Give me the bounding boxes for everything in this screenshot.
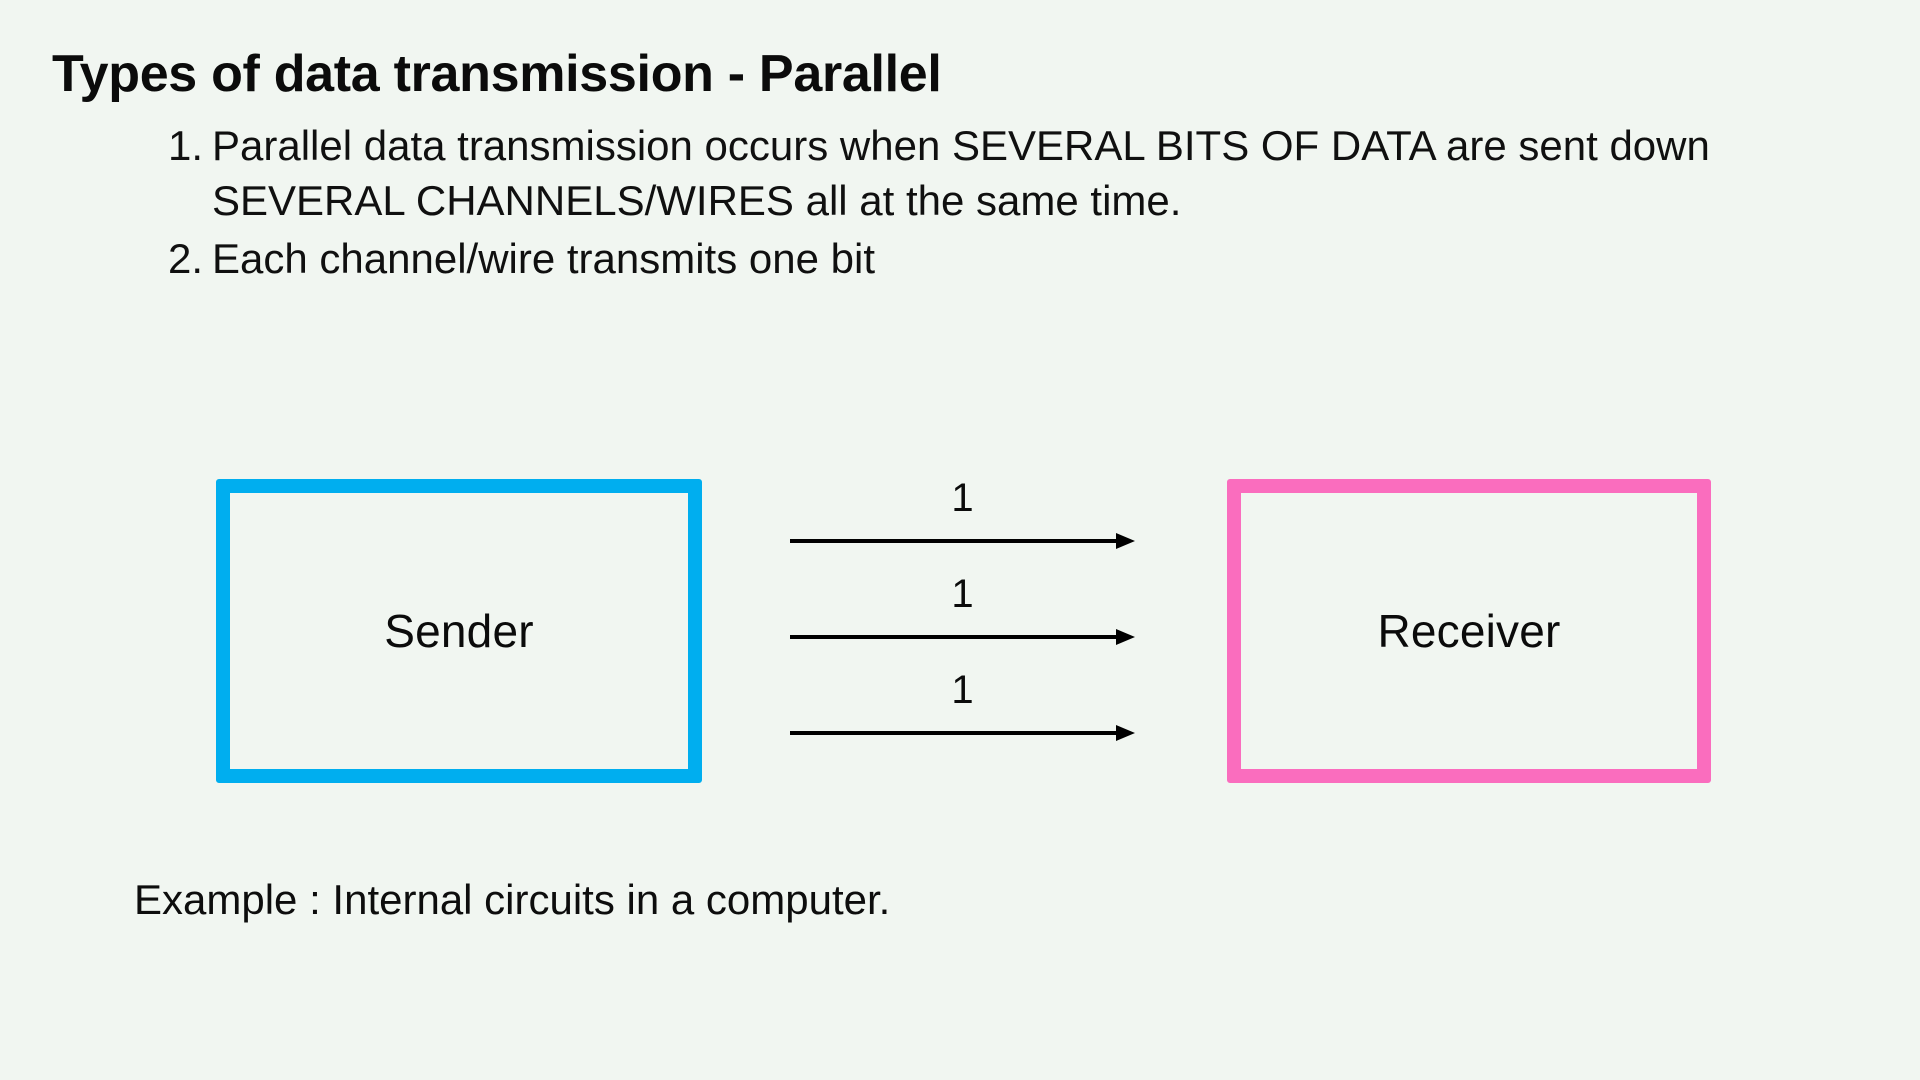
list-item: 2. Each channel/wire transmits one bit xyxy=(168,231,1868,286)
arrow-right-icon xyxy=(790,628,1135,646)
receiver-box: Receiver xyxy=(1227,479,1711,783)
transmission-diagram: Sender 1 1 xyxy=(0,470,1920,790)
channel-bit-label: 1 xyxy=(951,476,974,520)
example-caption: Example : Internal circuits in a compute… xyxy=(134,876,891,923)
channel-wire: 1 xyxy=(790,574,1135,650)
arrow-right-icon xyxy=(790,532,1135,550)
channel-wire: 1 xyxy=(790,478,1135,554)
sender-box: Sender xyxy=(216,479,702,783)
channel-group: 1 1 1 xyxy=(790,470,1140,790)
receiver-label: Receiver xyxy=(1377,605,1561,657)
page-title: Types of data transmission - Parallel xyxy=(52,45,942,103)
list-item-text: Parallel data transmission occurs when S… xyxy=(212,122,1710,225)
list-item-number: 2. xyxy=(168,234,204,282)
arrow-right-icon xyxy=(790,724,1135,742)
channel-wire: 1 xyxy=(790,670,1135,746)
bullet-list: 1. Parallel data transmission occurs whe… xyxy=(168,118,1868,288)
list-item-number: 1. xyxy=(168,122,204,169)
list-item: 1. Parallel data transmission occurs whe… xyxy=(168,118,1868,229)
list-item-text: Each channel/wire transmits one bit xyxy=(212,234,875,282)
channel-bit-label: 1 xyxy=(951,572,974,616)
sender-label: Sender xyxy=(384,605,534,657)
channel-bit-label: 1 xyxy=(951,668,974,712)
